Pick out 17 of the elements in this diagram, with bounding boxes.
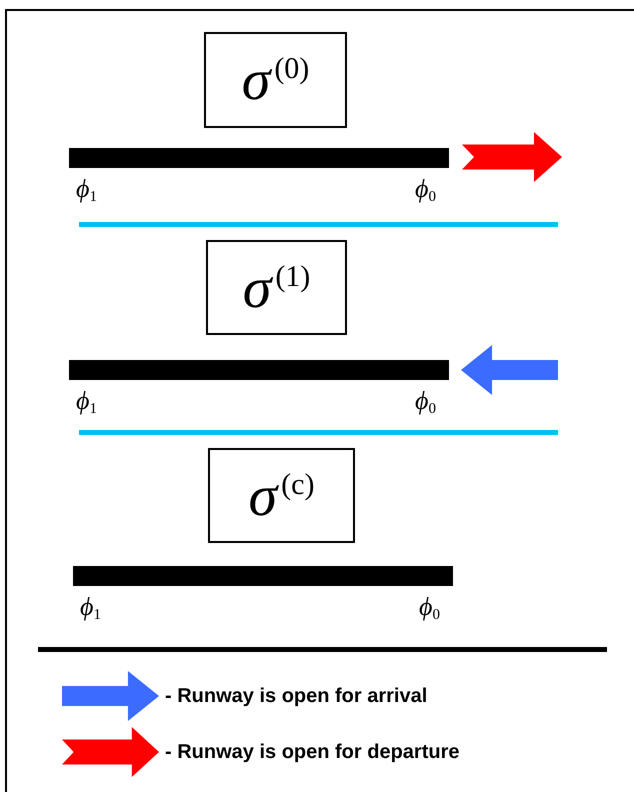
phase-label: ϕ$_{1}$ xyxy=(76,388,97,414)
legend-text: - Runway is open for arrival xyxy=(165,684,428,709)
phase-label: ϕ$_{1}$ xyxy=(80,594,101,620)
legend-text: - Runway is open for departure xyxy=(165,740,460,765)
phase-label: ϕ$_{0}$ xyxy=(415,388,436,414)
runway-bar xyxy=(69,148,449,168)
state-box xyxy=(204,32,347,128)
phase-label: ϕ$_{0}$ xyxy=(415,176,436,202)
phase-label: ϕ$_{0}$ xyxy=(419,594,440,620)
runway-bar xyxy=(73,566,453,586)
state-symbol: σ$^{(1)}$ xyxy=(242,258,310,316)
state-box xyxy=(206,240,347,335)
state-box xyxy=(208,448,355,543)
state-symbol: σ$^{(0)}$ xyxy=(242,51,310,109)
state-symbol: σ$^{(c)}$ xyxy=(248,466,314,524)
runway-bar xyxy=(69,360,449,380)
phase-label: ϕ$_{1}$ xyxy=(76,176,97,202)
